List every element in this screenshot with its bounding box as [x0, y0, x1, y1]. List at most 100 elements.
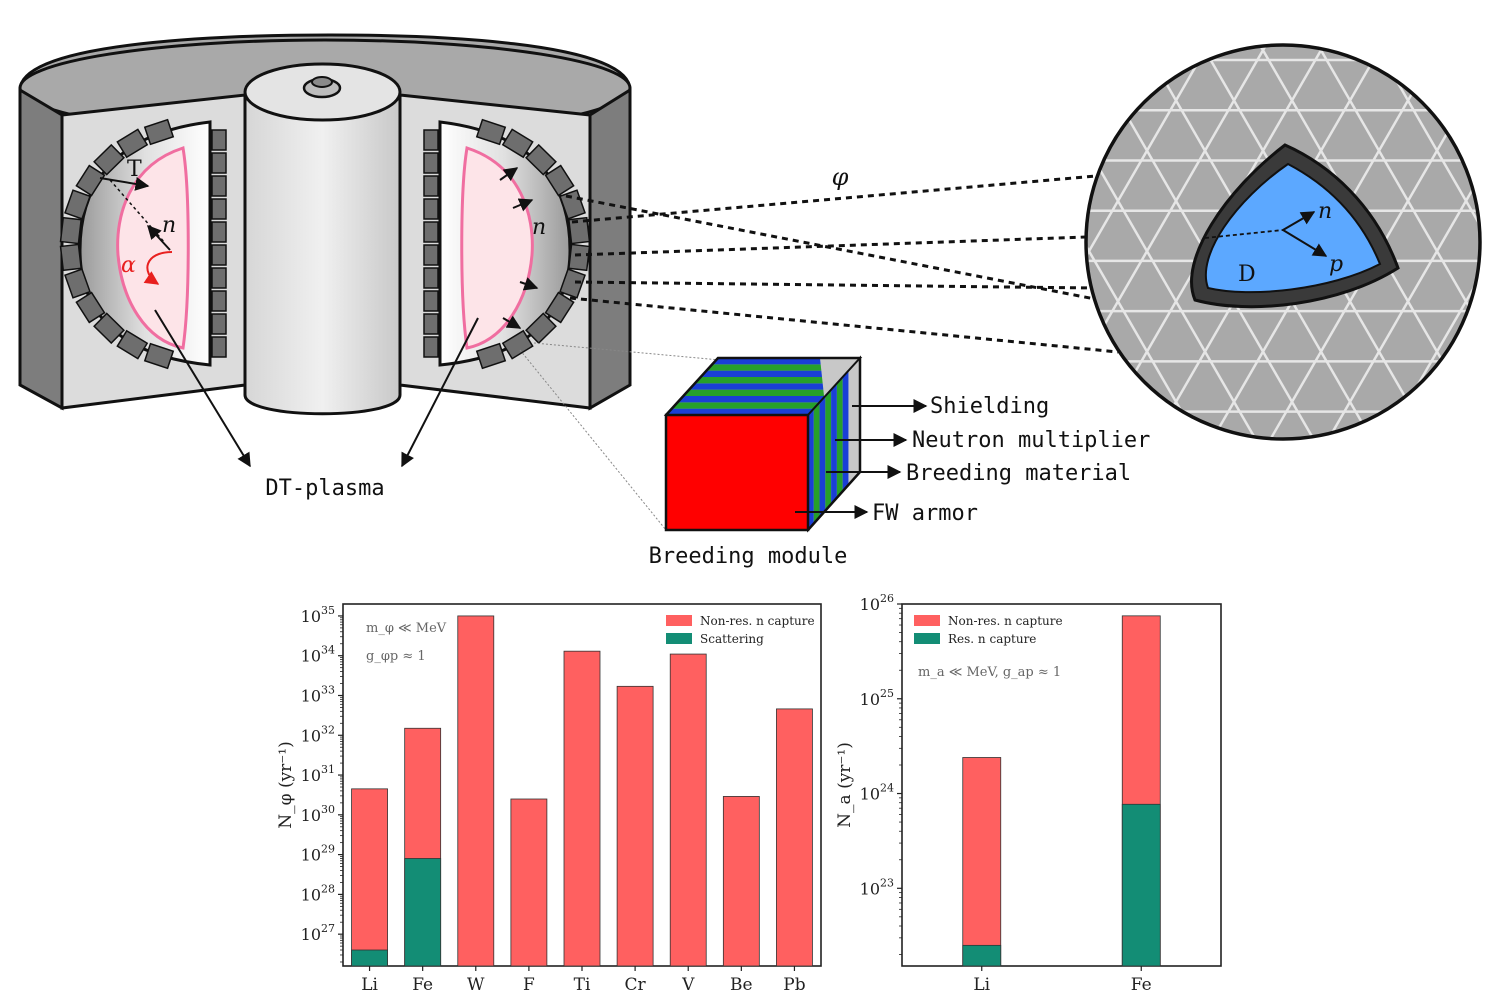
legend-label: Scattering [700, 632, 764, 646]
blanket-tile [525, 312, 557, 345]
zoom-proton-label: p [1329, 252, 1343, 277]
vessel-right-wall [588, 87, 632, 411]
zoom-view: n p D [1084, 43, 1482, 441]
shielding-label: Shielding [930, 394, 1049, 419]
blanket-tile [116, 128, 149, 159]
layer-stripe [700, 370, 849, 377]
legend-label: Non-res. n capture [948, 614, 1063, 628]
blanket-tile [93, 312, 125, 345]
blanket-tile [116, 329, 149, 360]
blanket-tile [475, 342, 507, 370]
chart-annotation: m_a ≪ MeV, g_ap ≈ 1 [918, 665, 1061, 680]
x-tick-label: Pb [783, 975, 805, 995]
vessel-left-wall [18, 87, 64, 411]
blanket-tile [75, 164, 106, 197]
blanket-tile [501, 128, 534, 159]
layer-stripe [842, 370, 849, 492]
layer-stripe [677, 396, 826, 403]
blanket-tile [211, 129, 227, 151]
blanket-tile [423, 267, 439, 289]
layer-stripe [671, 402, 820, 409]
scalar-yield-chart: 102710281029103010311032103310341035N_φ … [276, 603, 822, 995]
blanket-tile [423, 313, 439, 335]
layer-stripe [694, 377, 843, 384]
zoom-deuteron-label: D [1238, 262, 1256, 287]
phi-label: φ [832, 163, 849, 191]
layer-stripe [825, 389, 832, 511]
blanket-tile [544, 291, 575, 324]
blanket-tile [143, 118, 175, 146]
bar-segment-fe [404, 858, 442, 967]
y-tick-label: 1028 [301, 882, 335, 904]
blanket-tile [75, 291, 106, 324]
blanket-tile [211, 198, 227, 220]
bar-v [669, 653, 707, 967]
blanket-tile [211, 290, 227, 312]
blanket-tile [143, 342, 175, 370]
fw-armor-face [664, 413, 810, 532]
blanket-tile [423, 244, 439, 266]
blanket-tile [59, 243, 82, 272]
bar-w [457, 615, 495, 967]
y-tick-label: 1026 [860, 592, 894, 614]
y-tick-label: 1025 [860, 687, 894, 709]
blanket-tile [525, 143, 557, 176]
x-tick-label: Fe [412, 975, 433, 995]
neutron-right-label: n [532, 215, 546, 240]
y-tick-label: 1030 [301, 803, 335, 825]
y-tick-label: 1033 [301, 683, 335, 705]
tritium-label: T [127, 157, 142, 182]
legend-swatch [666, 615, 692, 626]
y-tick-label: 1032 [301, 723, 335, 745]
bar-segment-fe [1121, 803, 1161, 967]
fw-armor-label: FW armor [872, 501, 978, 526]
blanket-tile [475, 118, 507, 146]
bar-li [962, 757, 1002, 967]
layer-stripe [836, 377, 843, 499]
layer-stripe [819, 396, 826, 518]
neutron-multiplier-label: Neutron multiplier [912, 428, 1150, 453]
legend-label: Res. n capture [948, 632, 1036, 646]
blanket-tile [211, 221, 227, 243]
x-tick-label: Ti [574, 975, 591, 995]
bar-pb [776, 708, 813, 967]
bar-segment-li [962, 944, 1002, 967]
blanket-tile [423, 336, 439, 358]
neutron-label: n [162, 213, 176, 238]
dt-plasma-label: DT-plasma [265, 476, 384, 501]
blanket-tile [211, 244, 227, 266]
breeding-module: Shielding Neutron multiplier Breeding ma… [519, 342, 1150, 569]
layer-stripe [831, 383, 837, 505]
legend-swatch [914, 615, 940, 626]
sight-lines [565, 174, 1119, 354]
legend-swatch [666, 633, 692, 644]
blanket-tile [211, 336, 227, 358]
bar-f [510, 798, 548, 967]
layer-stripe [813, 402, 820, 524]
bar-segment-li [351, 949, 388, 967]
blanket-tile [568, 243, 591, 272]
x-tick-label: Cr [625, 975, 647, 995]
blanket-tile [211, 313, 227, 335]
blanket-tile [423, 290, 439, 312]
blanket-tile [93, 143, 125, 176]
central-solenoid [243, 93, 402, 416]
blanket-tile [211, 152, 227, 174]
y-tick-label: 1024 [860, 782, 894, 804]
y-tick-label: 1034 [301, 644, 335, 666]
legend-label: Non-res. n capture [700, 614, 815, 628]
bar-be [722, 796, 760, 967]
x-tick-label: W [467, 975, 485, 995]
breeding-material-label: Breeding material [906, 461, 1131, 486]
layer-stripe [706, 364, 855, 371]
alpha-label: α [121, 253, 136, 278]
y-tick-label: 1031 [301, 763, 335, 785]
y-tick-label: 1035 [301, 604, 335, 626]
bar-li [351, 788, 388, 967]
x-tick-label: Fe [1131, 975, 1152, 995]
legend-swatch [914, 633, 940, 644]
y-axis-label: N_φ (yr⁻¹) [276, 741, 296, 828]
layer-stripe [683, 389, 832, 396]
